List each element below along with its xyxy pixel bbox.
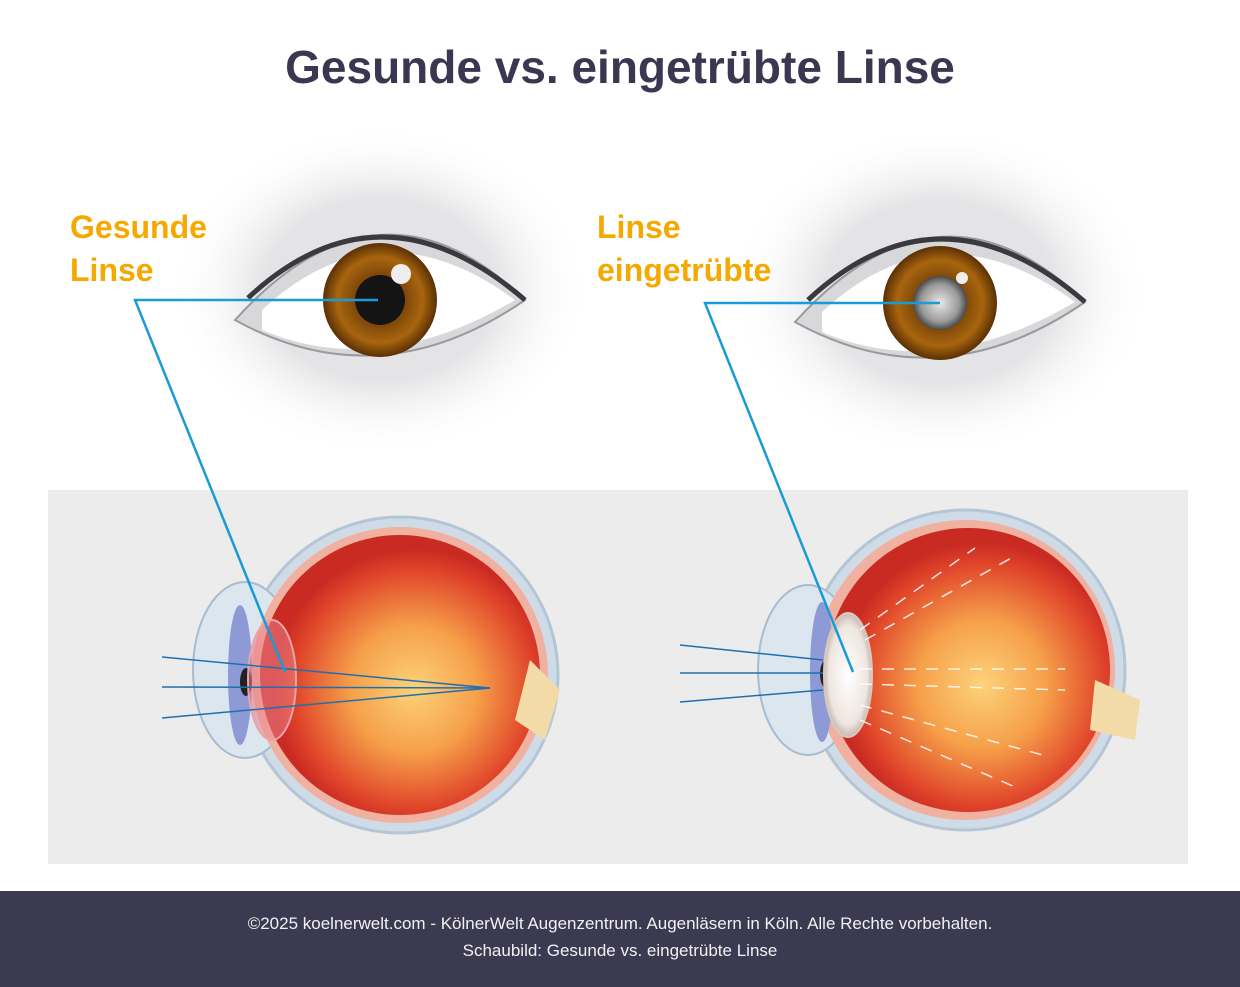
label-healthy-lens: Gesunde Linse xyxy=(70,206,207,292)
cross-section-healthy xyxy=(161,515,560,835)
footer: ©2025 koelnerwelt.com - KölnerWelt Augen… xyxy=(0,891,1240,987)
label-cataract-lens: Linse eingetrübte xyxy=(597,206,771,292)
footer-copyright: ©2025 koelnerwelt.com - KölnerWelt Augen… xyxy=(247,914,993,933)
label-line: Linse xyxy=(597,209,681,245)
front-eye-cataract xyxy=(730,127,1150,457)
label-line: Linse xyxy=(70,252,154,288)
cross-section-cataract xyxy=(679,508,1140,832)
leader-lines xyxy=(133,298,940,673)
label-line: Gesunde xyxy=(70,209,207,245)
page-title: Gesunde vs. eingetrübte Linse xyxy=(285,41,955,93)
label-line: eingetrübte xyxy=(597,252,772,288)
front-eye-healthy xyxy=(170,125,590,455)
footer-caption: Schaubild: Gesunde vs. eingetrübte Linse xyxy=(462,941,778,960)
